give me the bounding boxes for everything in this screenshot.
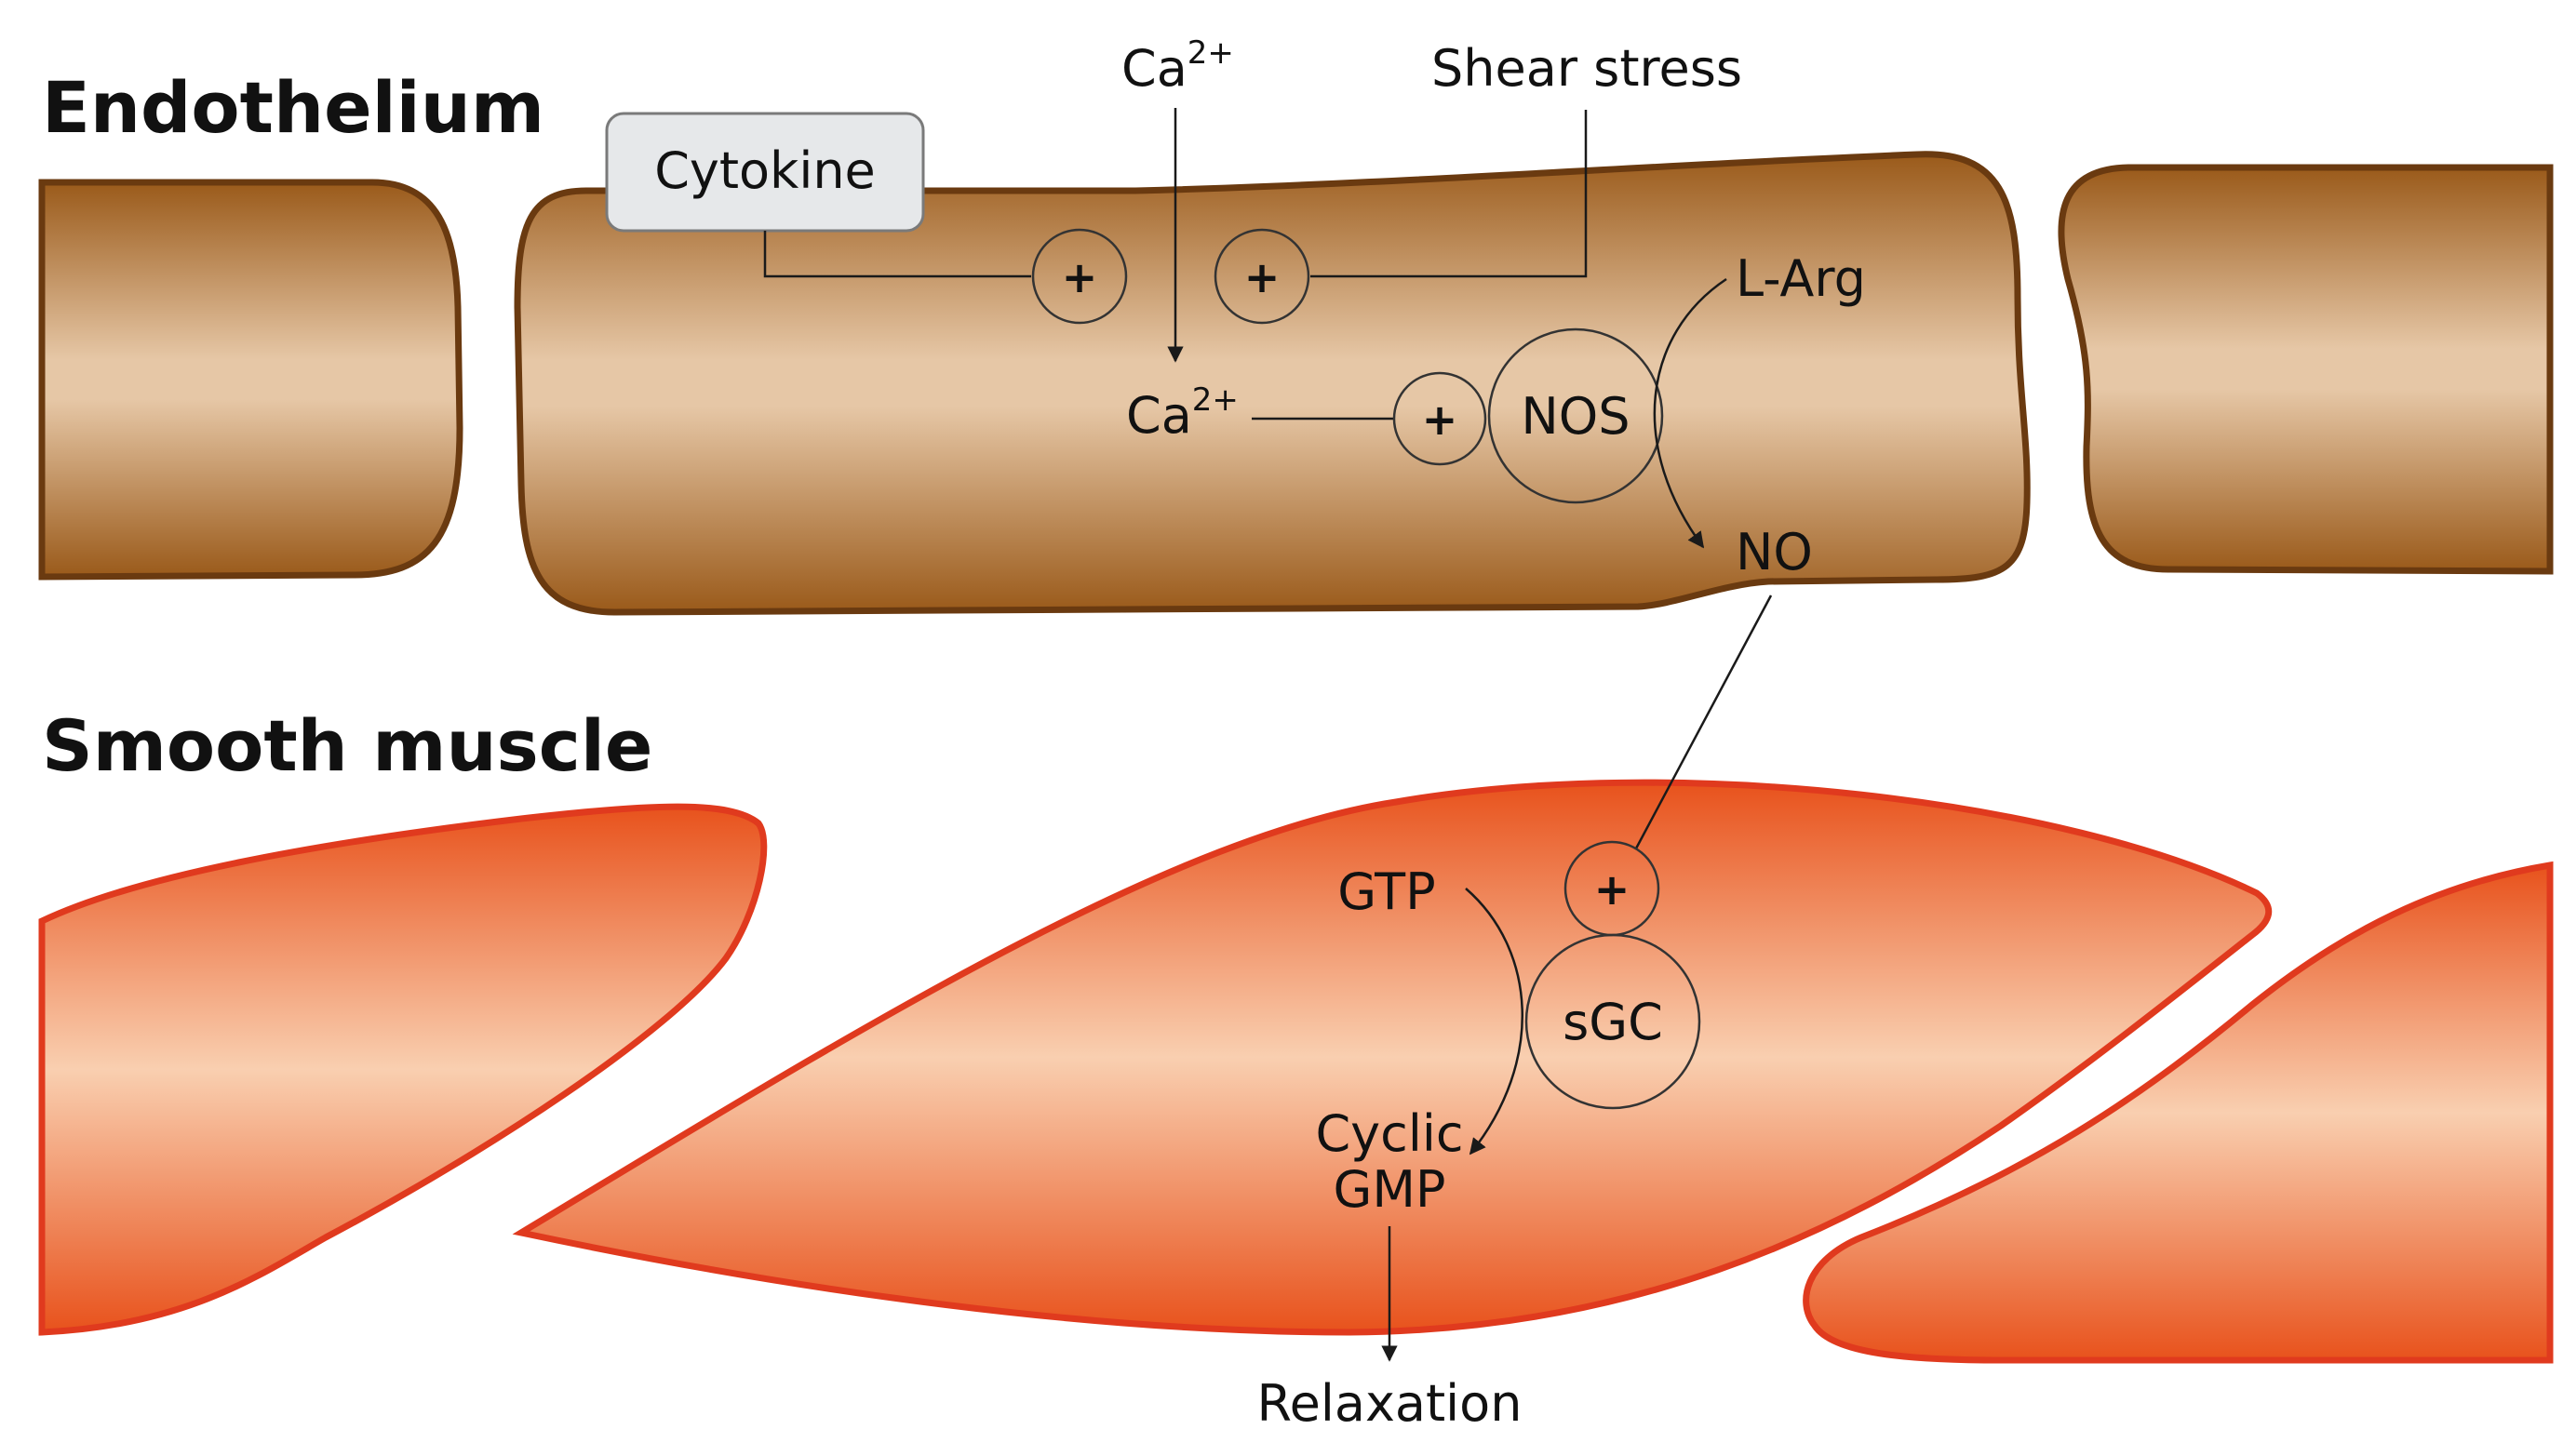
plus-sign-ca: +: [1422, 394, 1458, 445]
smooth-muscle-cell-main: [512, 779, 2273, 1336]
sgc-circle: [1524, 933, 1701, 1110]
nos-circle: [1487, 327, 1664, 504]
cyclic-label: Cyclic: [1315, 1104, 1463, 1163]
relaxation-label: Relaxation: [1257, 1374, 1523, 1433]
endothelial-cell-left: [38, 179, 463, 581]
endothelial-cell-main: [514, 151, 2031, 616]
nos-label: NOS: [1521, 387, 1630, 446]
shear-stress-line: [1310, 110, 1588, 278]
no-label: NO: [1736, 523, 1813, 581]
gtp-to-cgmp-arrow: [1465, 888, 1524, 1155]
ca-top-label: Ca2+: [1121, 34, 1234, 98]
no-to-plus-line: [1634, 594, 1773, 849]
cytokine-to-plus-line: [763, 231, 1031, 278]
sgc-label: sGC: [1563, 993, 1663, 1051]
endothelial-cell-right: [2058, 164, 2554, 575]
plus-circle-cytokine: [1031, 228, 1128, 325]
cytokine-label: Cytokine: [654, 141, 876, 200]
l-arg-to-no-arrow: [1653, 277, 1727, 549]
ca-mid-label: Ca2+: [1126, 381, 1239, 445]
smooth-muscle-cell-right: [1803, 861, 2554, 1364]
gtp-label: GTP: [1337, 862, 1435, 921]
endothelium-title: Endothelium: [42, 66, 544, 149]
plus-sign-sgc: +: [1594, 864, 1630, 915]
gmp-label: GMP: [1334, 1160, 1446, 1219]
shear-stress-label: Shear stress: [1431, 39, 1742, 98]
plus-sign-shear: +: [1244, 252, 1281, 302]
smooth-muscle-title: Smooth muscle: [42, 704, 652, 787]
plus-circle-shear: [1214, 228, 1310, 325]
l-arg-label: L-Arg: [1736, 249, 1866, 308]
plus-sign-cytokine: +: [1062, 252, 1098, 302]
plus-circle-ca: [1392, 371, 1487, 466]
smooth-muscle-cell-left: [38, 803, 768, 1336]
